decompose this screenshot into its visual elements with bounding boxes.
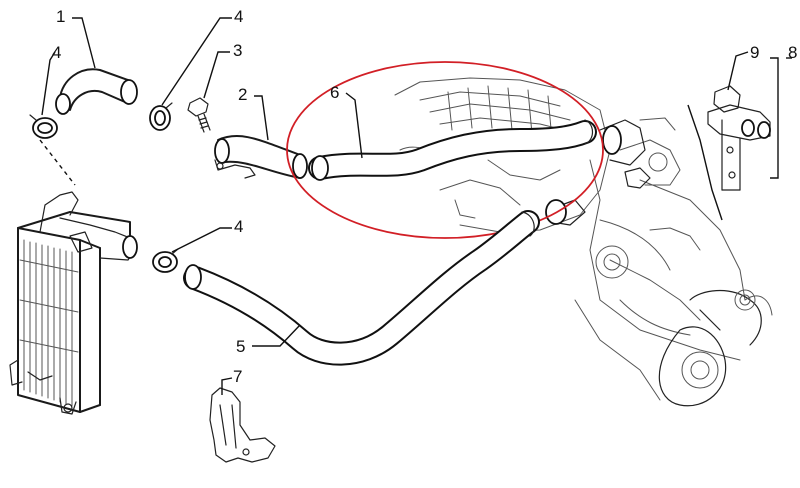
callout-1: 1 (56, 7, 65, 26)
highlight-ellipse (286, 61, 604, 239)
callout-8: 8 (788, 43, 797, 62)
callout-9: 9 (750, 43, 759, 62)
leader-9 (727, 51, 749, 91)
leader-2 (254, 95, 269, 141)
part-7-bracket (209, 387, 276, 463)
part-3-bolt (187, 97, 211, 133)
part-1-elbow-hose (55, 68, 138, 115)
leader-5 (252, 324, 301, 347)
callout-7: 7 (233, 367, 242, 386)
part-4-clamp-left (29, 114, 58, 139)
leader-6 (345, 92, 363, 159)
callout-2: 2 (238, 85, 247, 104)
engine-block (394, 77, 773, 407)
assembly-dashed-line (39, 139, 76, 186)
thermostat-housing (545, 119, 651, 226)
leader-3 (203, 51, 230, 99)
leader-1 (72, 17, 96, 69)
leader-7 (221, 377, 233, 395)
callout-3: 3 (233, 41, 242, 60)
leader-4a (41, 51, 56, 116)
part-2-pipe (214, 134, 308, 179)
callout-6: 6 (330, 83, 339, 102)
radiator (9, 191, 138, 415)
part-9-valve (707, 85, 771, 191)
part-8-bracket-line (770, 57, 779, 179)
part-4-clamp-top (149, 102, 173, 131)
part-5-lower-hose (183, 210, 540, 366)
leader-4b (161, 17, 232, 106)
part-6-upper-hose (308, 119, 597, 181)
callout-4-top: 4 (234, 7, 243, 26)
leader-4c (171, 227, 232, 253)
part-8-group-bracket (687, 104, 723, 221)
part-4-clamp-mid (152, 248, 179, 273)
callout-4-left: 4 (52, 43, 61, 62)
callout-5: 5 (236, 337, 245, 356)
callout-4-mid: 4 (234, 217, 243, 236)
